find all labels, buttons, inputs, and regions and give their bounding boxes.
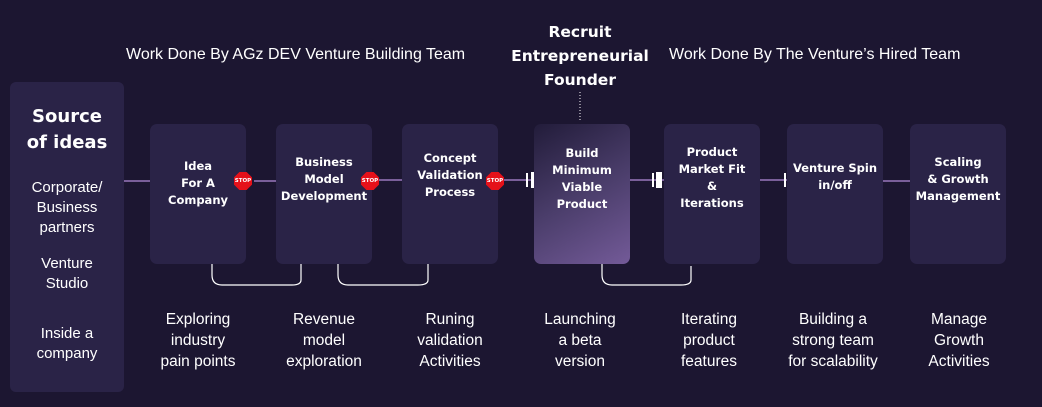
stage-idea: Idea For A Company <box>150 124 246 264</box>
header-hired-team: Work Done By The Venture’s Hired Team <box>669 46 961 63</box>
stage-title: Product Market Fit & Iterations <box>678 145 746 210</box>
stage-description: Launching a beta version <box>544 311 616 370</box>
stage-description: Runing validation Activities <box>417 311 483 370</box>
source-item: Venture Studio <box>41 255 93 292</box>
stage-title: Idea For A Company <box>168 159 228 207</box>
stage-title: Build Minimum Viable Product <box>552 146 612 211</box>
stop-sign-icon: STOP <box>486 172 504 190</box>
header-agz-team: Work Done By AGz DEV Venture Building Te… <box>126 46 466 63</box>
stage-description: Iterating product features <box>680 311 737 370</box>
stage-concept-validation: Concept Validation Process <box>402 124 498 264</box>
stage-venture-spin: Venture Spin in/off <box>787 124 883 264</box>
stage-title: Scaling & Growth Management <box>915 155 1001 203</box>
source-of-ideas-panel: Source of ideas Corporate/ Business part… <box>10 82 124 392</box>
stop-sign-icon: STOP <box>361 172 379 190</box>
stage-description: Revenue model exploration <box>286 311 362 370</box>
stage-mvp: Build Minimum Viable Product <box>534 124 630 264</box>
header-recruit-founder: Recruit Entrepreneurial Founder <box>511 23 649 89</box>
source-title: Source of ideas <box>26 106 108 153</box>
stage-title: Venture Spin in/off <box>792 161 878 192</box>
stage-description: Exploring industry pain points <box>160 311 236 370</box>
stage-description: Manage Growth Activities <box>928 311 990 370</box>
stop-sign-icon: STOP <box>234 172 252 190</box>
stage-title: Business Model Development <box>280 155 368 203</box>
source-item: Inside a company <box>36 325 98 362</box>
stage-scaling: Scaling & Growth Management <box>910 124 1006 264</box>
source-item: Corporate/ Business partners <box>31 179 103 236</box>
stage-product-market-fit: Product Market Fit & Iterations <box>664 124 760 264</box>
stage-title: Concept Validation Process <box>417 151 483 199</box>
stage-business-model: Business Model Development <box>276 124 372 264</box>
stage-description: Building a strong team for scalability <box>788 311 878 370</box>
